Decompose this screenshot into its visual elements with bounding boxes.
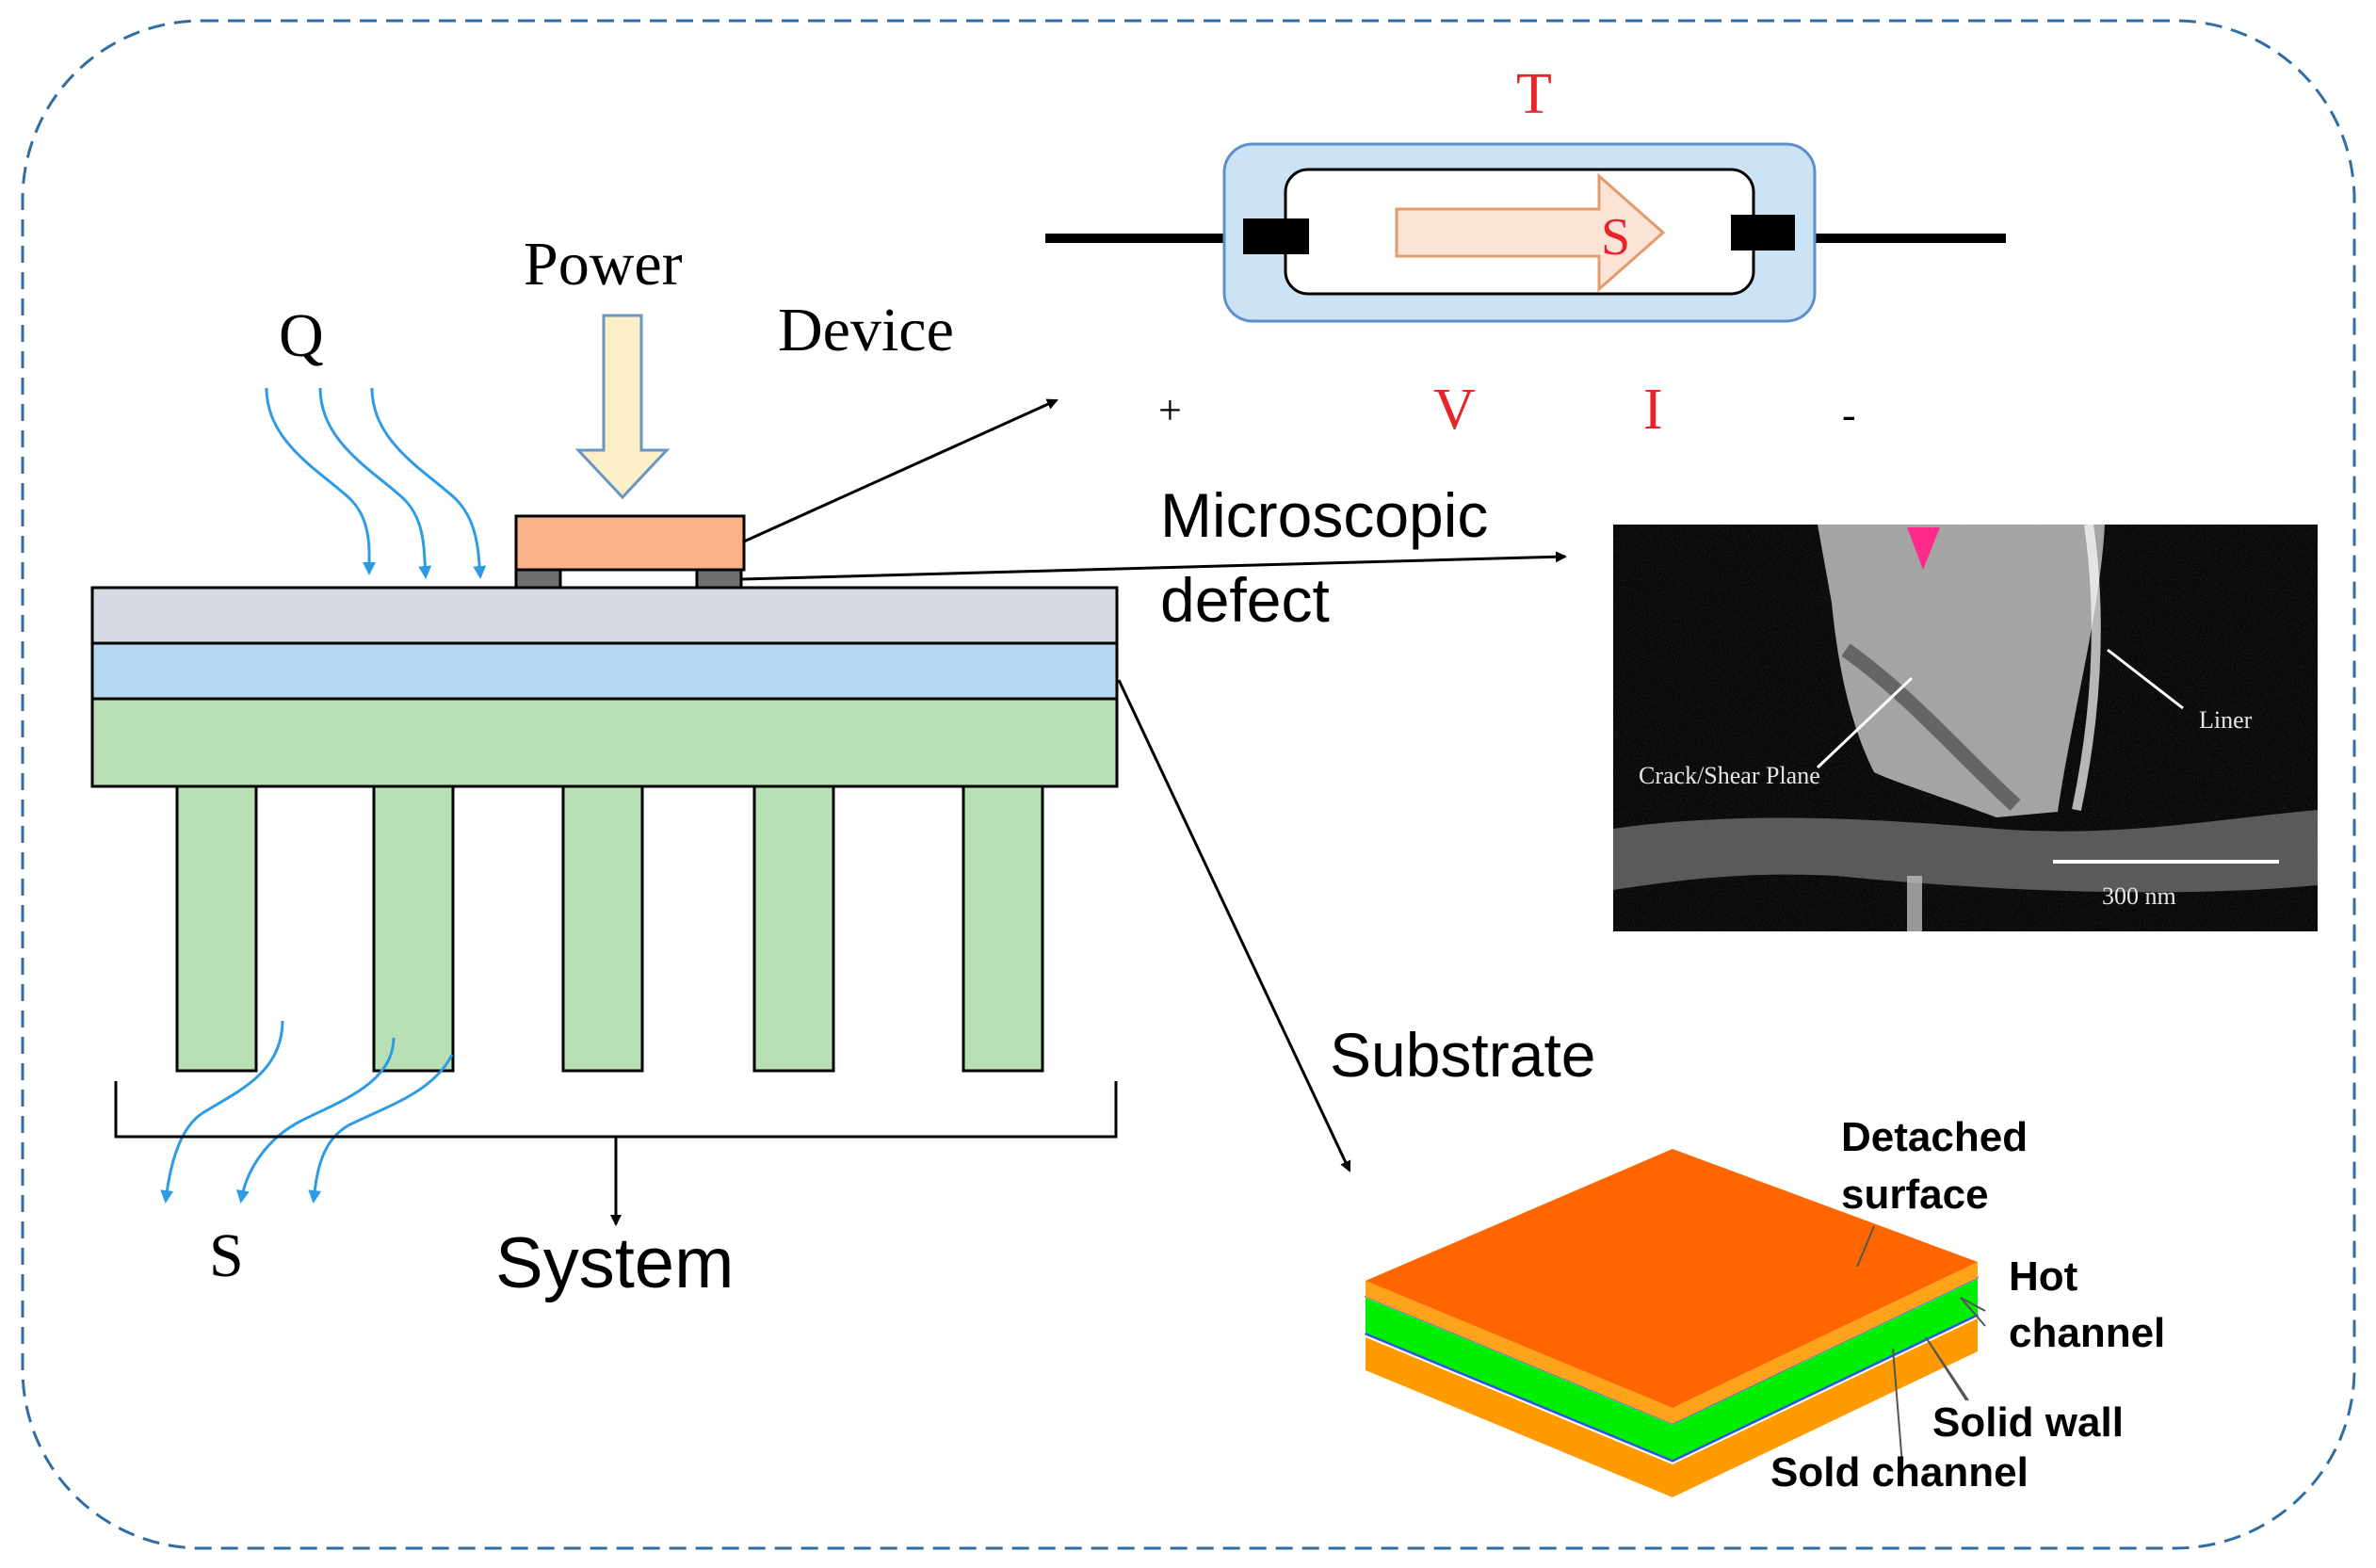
fin-3 [561,784,644,1073]
power-arrow [574,314,671,500]
solder-pad-left [514,568,562,590]
plus-label: + [1158,387,1182,433]
s-arrow-label: S [1601,208,1630,267]
v-label: V [1433,378,1476,442]
t-label: T [1516,62,1552,126]
fin-2 [372,784,455,1073]
micrograph-marker [1907,527,1940,570]
substrate-label: Substrate [1330,1020,1596,1090]
system-bracket [114,1081,1118,1139]
layered-substrate [1365,1149,1986,1497]
sold-channel-label: Sold channel [1770,1449,2028,1495]
sold-channel-leader [1892,1348,1903,1465]
device-label: Device [778,296,954,364]
micrograph-shear-band [1841,643,2021,811]
solid-wall-label: Solid wall [1932,1399,2124,1446]
liner-label: Liner [2199,706,2253,734]
top-surface [1366,1149,1978,1408]
entropy-arrow [1395,172,1666,293]
q-label: Q [279,301,324,370]
defect-micrograph: Crack/Shear Plane Liner 300 nm [1613,524,2318,931]
crack-shear-label: Crack/Shear Plane [1639,762,1820,789]
hot-layer-left-face [1366,1281,1673,1424]
bottom-layer-right-face [1673,1318,1978,1497]
terminal-right [1731,215,1795,251]
detached-leader [1856,1225,1875,1268]
micrograph-plug [1818,525,2105,817]
substrate-pointer-arrow [1117,679,1351,1172]
green-layer-right-face [1673,1279,1978,1460]
fin-1 [175,784,258,1073]
solder-pad-right [695,568,743,590]
bottom-layer-left-face [1366,1337,1673,1497]
power-label: Power [524,230,683,299]
hot-layer-right-face [1673,1262,1978,1424]
heat-sink-assembly [90,514,1119,1073]
fin-4 [752,784,835,1073]
device-chip [514,514,746,572]
green-layer-left-face [1366,1298,1673,1460]
defect-label: defect [1160,565,1330,635]
outer-dashed-border [21,19,2356,1550]
device-schematic [1045,142,2006,323]
hot-label-line2: channel [2009,1310,2165,1356]
detached-label-line2: surface [1841,1172,1989,1218]
minus-label: - [1842,392,1856,438]
top-layer-gray [90,586,1119,645]
system-label: System [495,1223,734,1303]
terminal-left [1243,218,1309,254]
device-pointer-arrow [743,398,1059,543]
detached-label-line1: Detached [1841,1114,2028,1160]
defect-pointer-arrow [741,551,1567,581]
s-heat-arrows [160,1020,454,1204]
s-heat-label: S [209,1221,244,1290]
base-layer-green [90,697,1119,788]
hot-label-line1: Hot [2009,1253,2078,1300]
q-heat-arrows [265,387,487,579]
scale-label: 300 nm [2102,882,2176,910]
micrograph-liner [2072,524,2101,812]
fin-5 [962,784,1044,1073]
i-label: I [1643,378,1663,442]
crack-pointer-line [1816,676,1914,769]
hot-leader [1960,1297,1986,1327]
middle-layer-blue [90,641,1119,701]
micrograph-floor [1613,810,2318,893]
micrograph-stem [1907,876,1922,931]
liner-pointer-line [2107,648,2184,710]
solid-wall-leader [1925,1336,1969,1401]
microscopic-label: Microscopic [1160,480,1488,550]
